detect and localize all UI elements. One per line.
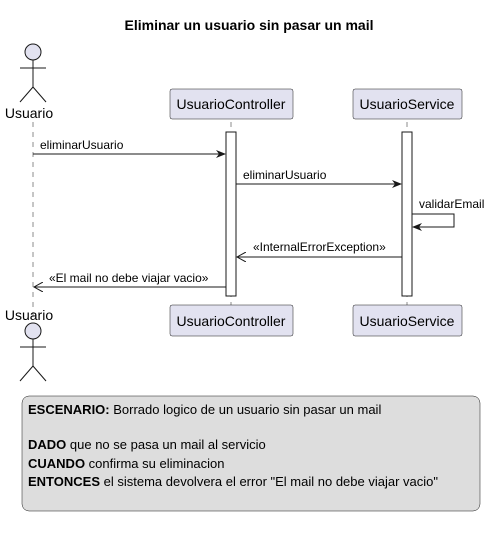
actor-head-icon-bottom	[24, 322, 42, 340]
service-activation	[401, 131, 413, 297]
controller-box-bottom: UsuarioController	[169, 304, 294, 337]
message-4: «InternalErrorException»	[237, 240, 402, 257]
message-3: validarEmail	[412, 197, 484, 231]
note-then-line: ENTONCES el sistema devolvera el error "…	[28, 474, 438, 489]
controller-box-top: UsuarioController	[169, 88, 294, 120]
controller-label-top: UsuarioController	[177, 96, 286, 112]
note-when-line: CUANDO confirma su eliminacion	[28, 456, 225, 471]
diagram-title: Eliminar un usuario sin pasar un mail	[125, 17, 374, 33]
message-4-label: «InternalErrorException»	[253, 240, 386, 254]
note-given-line: DADO que no se pasa un mail al servicio	[28, 437, 266, 452]
message-2: eliminarUsuario	[236, 168, 402, 188]
message-1: eliminarUsuario	[33, 138, 226, 158]
message-3-label: validarEmail	[419, 197, 484, 211]
actor-bottom: Usuario	[5, 307, 53, 382]
message-1-label: eliminarUsuario	[40, 138, 124, 152]
actor-label-top: Usuario	[5, 105, 53, 121]
service-box-top: UsuarioService	[352, 88, 463, 120]
service-label-bottom: UsuarioService	[360, 313, 455, 329]
message-5: «El mail no debe viajar vacio»	[34, 271, 226, 287]
actor-label-bottom: Usuario	[5, 307, 53, 323]
controller-activation	[225, 131, 237, 297]
service-box-bottom: UsuarioService	[352, 304, 463, 337]
message-2-label: eliminarUsuario	[243, 168, 327, 182]
actor-top: Usuario	[5, 43, 53, 121]
note-scenario-line: ESCENARIO: Borrado logico de un usuario …	[28, 402, 381, 417]
message-5-label: «El mail no debe viajar vacio»	[49, 271, 209, 285]
scenario-note: ESCENARIO: Borrado logico de un usuario …	[21, 395, 481, 512]
controller-label-bottom: UsuarioController	[177, 313, 286, 329]
service-label-top: UsuarioService	[360, 96, 455, 112]
actor-head-icon	[24, 43, 42, 61]
